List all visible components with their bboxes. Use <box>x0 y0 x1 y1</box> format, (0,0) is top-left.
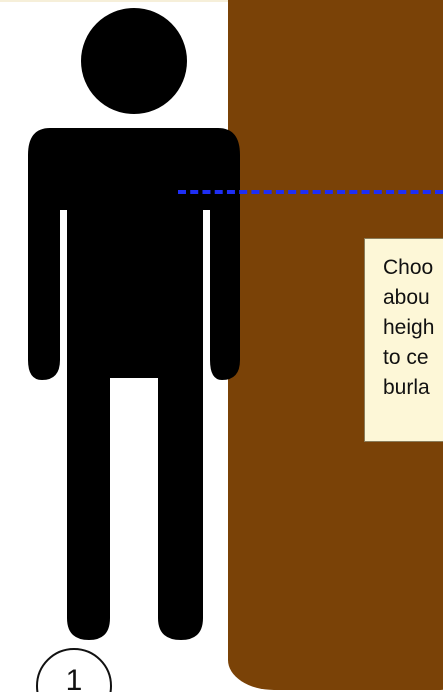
note-line-1: Choo <box>383 256 433 279</box>
note-line-5: burla <box>383 376 430 399</box>
person-head <box>81 8 187 114</box>
note-line-2: abou <box>383 286 430 309</box>
measurement-guide-line <box>178 190 443 194</box>
step-number: 1 <box>66 664 83 692</box>
instruction-note: Choo abou heigh to ce burla <box>364 238 443 442</box>
person-body <box>28 128 240 640</box>
note-line-4: to ce <box>383 346 429 369</box>
note-line-3: heigh <box>383 316 434 339</box>
